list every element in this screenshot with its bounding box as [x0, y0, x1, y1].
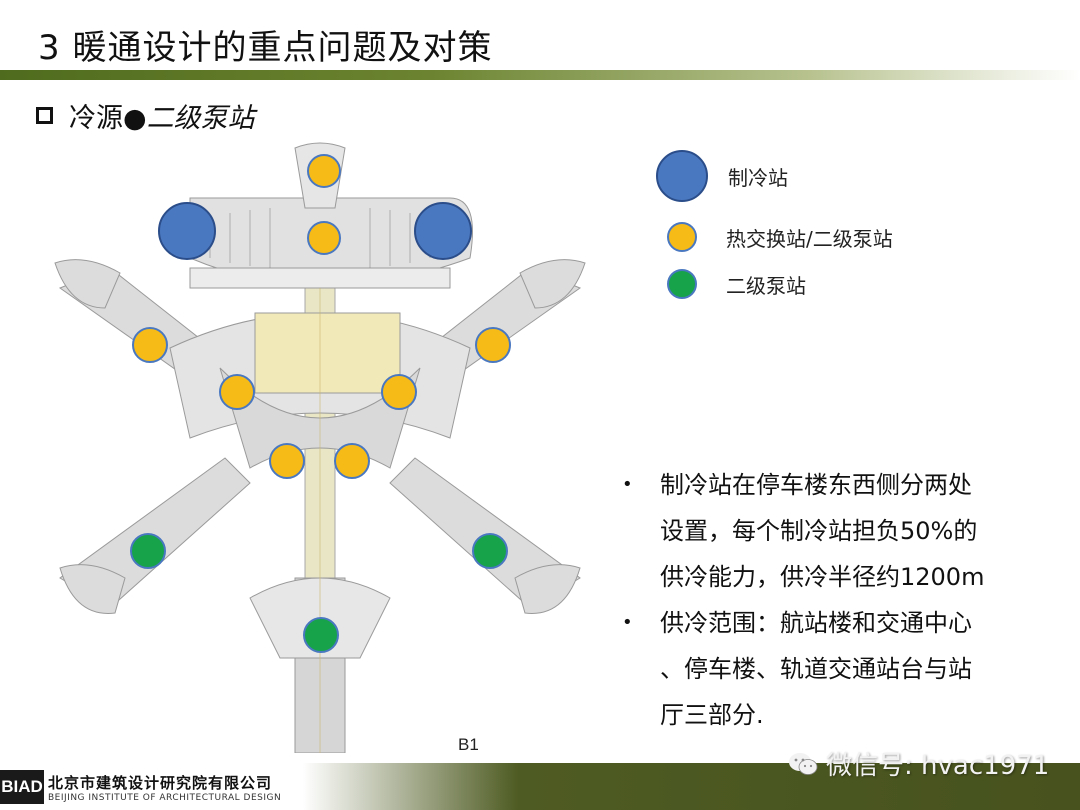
bullet-dot-icon: •	[622, 612, 633, 633]
bullet-line: 供冷能力，供冷半径约1200m	[660, 563, 985, 591]
bullet-item: • 供冷范围：航站楼和交通中心 、停车楼、轨道交通站台与站 厅三部分.	[622, 600, 1042, 738]
heat-exchange-station	[269, 443, 305, 479]
chiller-station-icon	[656, 150, 708, 202]
bullet-line: 设置，每个制冷站担负50%的	[660, 517, 978, 545]
heat-exchange-station	[475, 327, 511, 363]
title-underline-bar	[0, 70, 1080, 80]
legend-item-heat-exchange: 热交换站/二级泵站	[650, 222, 893, 252]
heat-exchange-station	[381, 374, 417, 410]
bullet-dot-icon: •	[622, 474, 633, 495]
heat-exchange-station	[334, 443, 370, 479]
heat-exchange-station	[132, 327, 168, 363]
floor-plan-b1: B1	[54, 142, 586, 753]
wechat-id-text: 微信号: hvac1971	[826, 751, 1050, 781]
biad-logo: BIAD	[0, 770, 44, 804]
wechat-watermark: 微信号: hvac1971	[788, 745, 1049, 782]
legend-label: 热交换站/二级泵站	[726, 226, 893, 251]
secondary-pump-station-icon	[667, 269, 697, 299]
chiller-station-west	[158, 202, 216, 260]
heat-exchange-station	[219, 374, 255, 410]
section-heading-italic: 二级泵站	[146, 103, 255, 134]
chiller-station-east	[414, 202, 472, 260]
org-name-cn: 北京市建筑设计研究院有限公司	[48, 774, 273, 792]
secondary-pump-station	[472, 533, 508, 569]
bullet-line: 、停车楼、轨道交通站台与站	[660, 655, 972, 683]
secondary-pump-station	[130, 533, 166, 569]
heat-exchange-station	[307, 221, 341, 255]
bullet-line: 供冷范围：航站楼和交通中心	[660, 609, 972, 637]
heat-exchange-station-icon	[667, 222, 697, 252]
bullet-list: • 制冷站在停车楼东西侧分两处 设置，每个制冷站担负50%的 供冷能力，供冷半径…	[622, 462, 1042, 738]
floor-label: B1	[458, 735, 479, 753]
legend-item-chiller: 制冷站	[650, 150, 788, 202]
station-markers	[130, 154, 511, 653]
legend: 制冷站 热交换站/二级泵站 二级泵站	[650, 150, 950, 320]
org-name-en: BEIJING INSTITUTE OF ARCHITECTURAL DESIG…	[48, 793, 282, 803]
heat-exchange-station	[307, 154, 341, 188]
bullet-item: • 制冷站在停车楼东西侧分两处 设置，每个制冷站担负50%的 供冷能力，供冷半径…	[622, 462, 1042, 600]
legend-label: 制冷站	[728, 165, 788, 190]
bullet-line: 制冷站在停车楼东西侧分两处	[660, 471, 972, 499]
legend-label: 二级泵站	[726, 273, 806, 298]
footer-bar	[0, 763, 1080, 810]
page-title: 3 暖通设计的重点问题及对策	[38, 28, 493, 68]
secondary-pump-station	[303, 617, 339, 653]
bullet-line: 厅三部分.	[660, 701, 764, 729]
legend-item-secondary-pump: 二级泵站	[650, 269, 806, 299]
section-heading: 冷源● 二级泵站	[36, 96, 255, 135]
section-heading-prefix: 冷源●	[69, 103, 147, 134]
square-bullet-icon	[36, 107, 53, 124]
wechat-icon	[789, 752, 818, 775]
